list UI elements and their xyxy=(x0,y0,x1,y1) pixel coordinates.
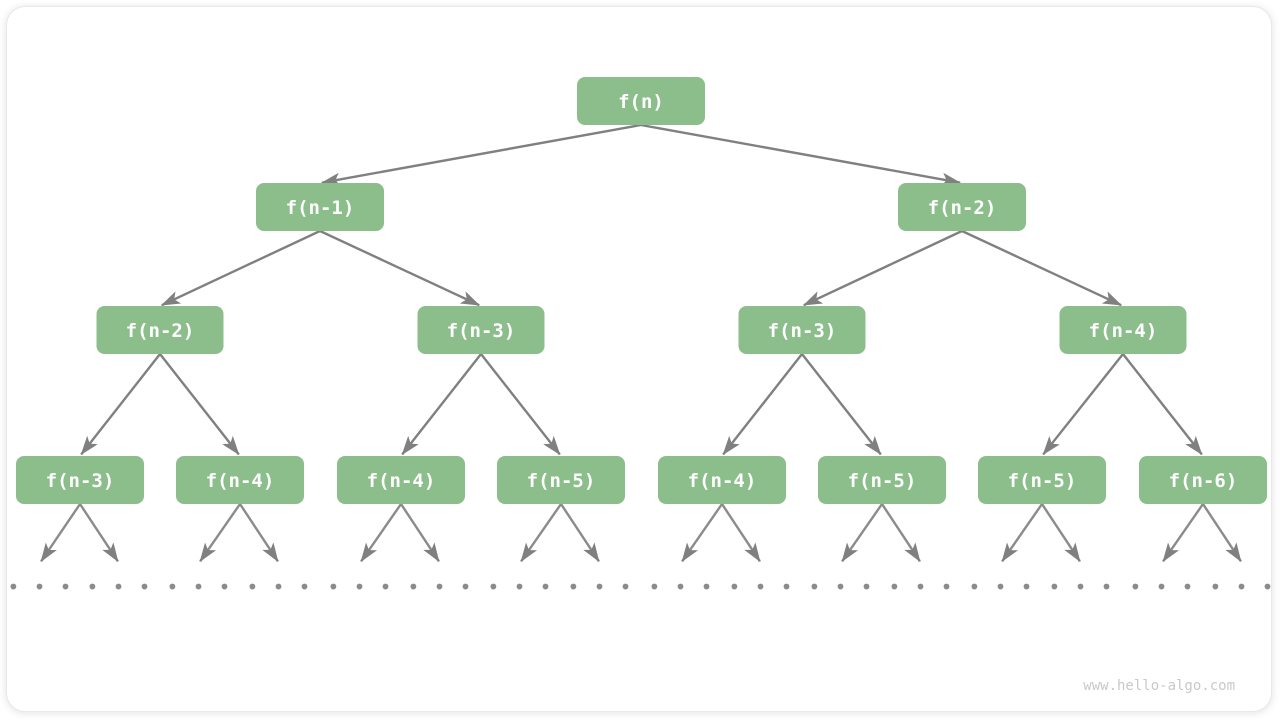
ellipsis-marker: • • • xyxy=(327,575,392,599)
tree-node[interactable]: f(n-2) xyxy=(898,183,1026,231)
tree-edge xyxy=(321,123,642,187)
leaf-edge xyxy=(360,503,402,563)
ellipsis-marker: • • • xyxy=(1048,575,1113,599)
tree-node[interactable]: f(n-3) xyxy=(417,306,545,354)
node-box xyxy=(738,306,866,354)
node-box xyxy=(337,456,465,504)
ellipsis-marker: • • • xyxy=(648,575,713,599)
node-label: f(n-6) xyxy=(1169,470,1238,492)
leaf-edge xyxy=(399,503,440,563)
ellipsis-marker: • • • xyxy=(888,575,953,599)
leaf-edge xyxy=(238,503,279,563)
node-box xyxy=(96,306,224,354)
node-label: f(n-4) xyxy=(206,470,275,492)
leaf-edge xyxy=(559,503,600,563)
leaf-edge xyxy=(199,503,241,563)
node-label: f(n-4) xyxy=(367,470,436,492)
node-label: f(n-3) xyxy=(768,320,837,342)
node-label: f(n-5) xyxy=(848,470,917,492)
tree-edge xyxy=(80,353,161,456)
leaf-edge xyxy=(520,503,562,563)
tree-edge xyxy=(640,123,961,187)
tree-node[interactable]: f(n-4) xyxy=(1059,306,1187,354)
tree-edge xyxy=(961,229,1123,307)
leaf-edge xyxy=(78,503,119,563)
tree-node[interactable]: f(n-5) xyxy=(978,456,1106,504)
leaf-edge xyxy=(1162,503,1204,563)
node-box xyxy=(16,456,144,504)
node-box xyxy=(577,77,705,125)
node-box xyxy=(898,183,1026,231)
tree-edge xyxy=(480,353,561,456)
ellipsis-marker: • • • xyxy=(728,575,793,599)
node-label: f(n-3) xyxy=(46,470,115,492)
leaf-edge xyxy=(1001,503,1043,563)
ellipsis-marker: • • • xyxy=(1129,575,1194,599)
ellipsis-marker: • • • xyxy=(86,575,151,599)
tree-node[interactable]: f(n-4) xyxy=(337,456,465,504)
leaf-edge xyxy=(841,503,883,563)
tree-node[interactable]: f(n-3) xyxy=(738,306,866,354)
node-label: f(n-5) xyxy=(527,470,596,492)
node-box xyxy=(176,456,304,504)
ellipsis-marker: • • • xyxy=(968,575,1033,599)
ellipsis-marker: • • • xyxy=(808,575,873,599)
tree-node[interactable]: f(n) xyxy=(577,77,705,125)
watermark: www.hello-algo.com xyxy=(1083,678,1235,694)
ellipsis-marker: • • • xyxy=(567,575,632,599)
tree-edge xyxy=(319,229,481,307)
node-box xyxy=(1059,306,1187,354)
leaf-edge xyxy=(1040,503,1081,563)
leaf-edges-layer xyxy=(40,503,1242,563)
node-box xyxy=(658,456,786,504)
tree-node[interactable]: f(n-1) xyxy=(256,183,384,231)
tree-edge xyxy=(1122,353,1203,456)
node-label: f(n) xyxy=(618,91,664,113)
node-label: f(n-3) xyxy=(447,320,516,342)
tree-node[interactable]: f(n-5) xyxy=(818,456,946,504)
node-box xyxy=(497,456,625,504)
ellipsis-marker: • • • xyxy=(487,575,552,599)
node-box xyxy=(417,306,545,354)
leaf-edge xyxy=(720,503,761,563)
ellipsis-marker: • • • xyxy=(1209,575,1274,599)
tree-edge xyxy=(802,229,963,307)
node-label: f(n-4) xyxy=(1089,320,1158,342)
tree-node[interactable]: f(n-4) xyxy=(176,456,304,504)
tree-edge xyxy=(801,353,882,456)
node-label: f(n-5) xyxy=(1008,470,1077,492)
tree-edge xyxy=(1042,353,1124,456)
tree-edge xyxy=(401,353,482,456)
ellipsis-marker: • • • xyxy=(166,575,231,599)
tree-node[interactable]: f(n-5) xyxy=(497,456,625,504)
leaf-edge xyxy=(681,503,723,563)
leaf-edge xyxy=(1201,503,1242,563)
node-label: f(n-2) xyxy=(126,320,195,342)
node-label: f(n-1) xyxy=(286,197,355,219)
tree-edge xyxy=(722,353,803,456)
tree-edge xyxy=(159,353,240,456)
edges-layer xyxy=(80,123,1203,456)
tree-edge xyxy=(160,229,321,307)
tree-node[interactable]: f(n-4) xyxy=(658,456,786,504)
node-box xyxy=(256,183,384,231)
node-box xyxy=(1139,456,1267,504)
node-label: f(n-2) xyxy=(928,197,997,219)
tree-node[interactable]: f(n-2) xyxy=(96,306,224,354)
node-label: f(n-4) xyxy=(688,470,757,492)
ellipsis-marker: • • • xyxy=(7,575,72,599)
leaf-edge xyxy=(880,503,921,563)
ellipsis-marker: • • • xyxy=(407,575,472,599)
ellipsis-layer: • • • • • • • • • • • • • • • • • • • • • • • •… xyxy=(7,575,1274,599)
tree-node[interactable]: f(n-3) xyxy=(16,456,144,504)
node-box xyxy=(818,456,946,504)
ellipsis-marker: • • • xyxy=(246,575,311,599)
tree-node[interactable]: f(n-6) xyxy=(1139,456,1267,504)
nodes-layer: f(n) f(n-1) f(n-2) f(n-2) f(n-3) f(n-3) f(n-4)… xyxy=(16,77,1267,504)
leaf-edge xyxy=(40,503,81,563)
node-box xyxy=(978,456,1106,504)
